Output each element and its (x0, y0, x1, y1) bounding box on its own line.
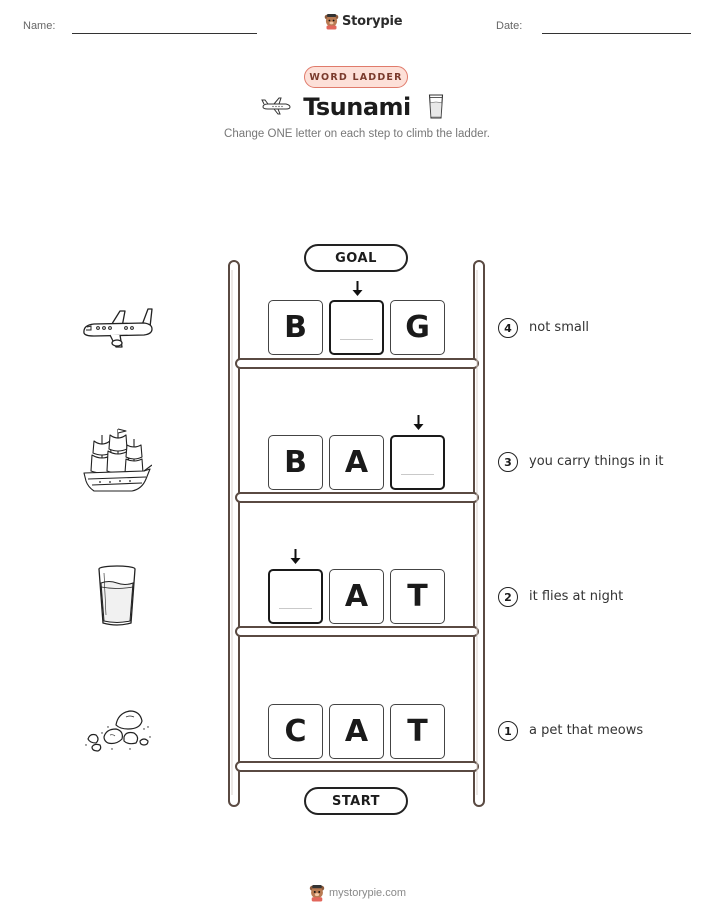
step-number: 1 (498, 721, 518, 741)
letter-blank-input[interactable] (268, 569, 323, 624)
glass-of-water-icon (428, 94, 444, 119)
arrow-down-icon (413, 415, 424, 430)
letter-tile: T (390, 704, 445, 759)
instructions: Change ONE letter on each step to climb … (224, 128, 490, 140)
clue-text: not small (529, 320, 590, 335)
brand-name: Storypie (342, 14, 403, 29)
letter-tile: T (390, 569, 445, 624)
goal-label: GOAL (304, 244, 408, 272)
clue-text: a pet that meows (529, 723, 644, 738)
letter-tile: A (329, 569, 384, 624)
name-line[interactable] (72, 33, 257, 34)
letter-blank-input[interactable] (390, 435, 445, 490)
airplane-icon (261, 97, 291, 115)
word-ladder-badge: WORD LADDER (304, 66, 408, 88)
storypie-bear-icon (309, 885, 325, 902)
page-title: Tsunami (303, 93, 411, 121)
date-line[interactable] (542, 33, 691, 34)
start-label: START (304, 787, 408, 815)
footer-brand: mystorypie.com (309, 884, 406, 902)
glass-of-water-icon (98, 565, 136, 626)
letter-tile: B (268, 300, 323, 355)
airplane-icon (83, 308, 153, 348)
step-number: 2 (498, 587, 518, 607)
letter-tile: C (268, 704, 323, 759)
step-number: 3 (498, 452, 518, 472)
letter-blank-input[interactable] (329, 300, 384, 355)
name-label: Name: (23, 20, 56, 32)
letter-tile: B (268, 435, 323, 490)
arrow-down-icon (352, 281, 363, 296)
letter-tile: A (329, 704, 384, 759)
arrow-down-icon (290, 549, 301, 564)
letter-tile: A (329, 435, 384, 490)
date-label: Date: (496, 20, 523, 32)
rocks-icon (85, 710, 151, 752)
brand-logo: Storypie (324, 13, 403, 30)
sailing-ship-icon (83, 428, 152, 492)
storypie-bear-icon (324, 14, 339, 30)
step-number: 4 (498, 318, 518, 338)
letter-tile: G (390, 300, 445, 355)
footer-site[interactable]: mystorypie.com (329, 887, 407, 899)
clue-text: it flies at night (529, 589, 624, 604)
clue-text: you carry things in it (529, 454, 664, 469)
ladder-frame (228, 260, 485, 807)
